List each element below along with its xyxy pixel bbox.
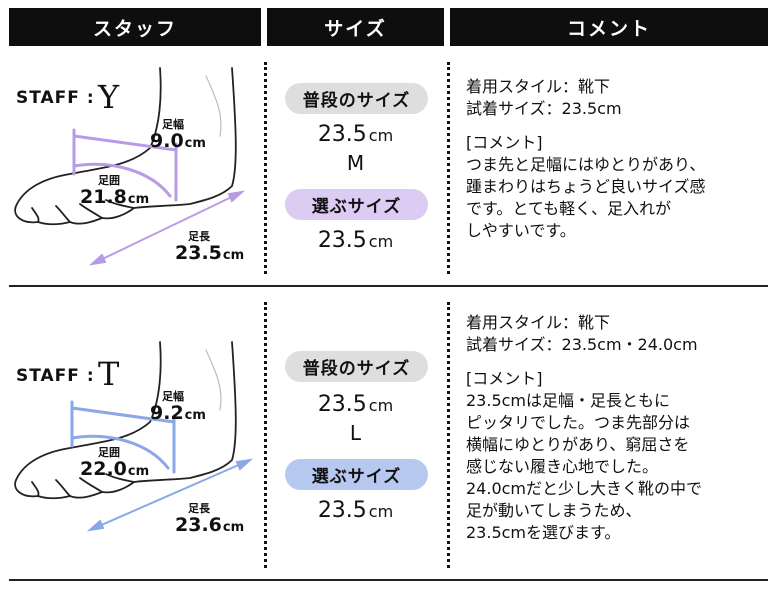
foot-girth-label: 足囲 [98,174,120,187]
column-divider [447,302,450,568]
comment-line: 23.5cmは足幅・足長ともに [466,391,671,410]
comment-heading: [コメント] [466,133,543,152]
comment-line: 23.5cmを選びます。 [466,523,621,542]
foot-width-label: 足幅 [162,118,184,131]
foot-girth-label: 足囲 [98,446,120,459]
foot-length-label: 足長 [188,230,210,243]
foot-width-label: 足幅 [162,390,184,403]
comment-heading: [コメント] [466,369,543,388]
comment-line: 24.0cmだと少し大きく靴の中で [466,479,703,498]
comment-line: ピッタリでした。つま先部分は [466,413,691,432]
foot-length-value: 23.5cm [175,242,245,264]
comment-line: 横幅にゆとりがあり、窮屈さを [466,435,690,454]
header-size: サイズ [267,8,444,46]
header-staff: スタッフ [9,8,261,46]
foot-length-label: 足長 [188,502,210,515]
chosen-size-badge: 選ぶサイズ [285,189,428,220]
foot-girth-value: 21.8cm [80,186,150,208]
foot-diagram-icon [14,341,254,532]
normal-size-badge: 普段のサイズ [285,351,428,382]
wearing-style: 着用スタイル：靴下 [466,313,611,332]
foot-width-value: 9.2cm [150,402,206,424]
foot-girth-value: 22.0cm [80,458,150,480]
wearing-style: 着用スタイル：靴下 [466,77,611,96]
header-comment: コメント [450,8,768,46]
row-divider [9,285,768,287]
staff-initial: Y [98,78,120,116]
comment-line: 踵まわりはちょうど良いサイズ感 [466,177,706,196]
staff-label: STAFF : [16,366,95,386]
comment-block: 着用スタイル：靴下 試着サイズ：23.5cm [コメント] つま先と足幅にはゆと… [466,76,766,242]
normal-size-width: M [346,151,365,175]
tried-size: 試着サイズ：23.5cm [466,99,622,118]
comment-line: 感じない履き心地でした。 [466,457,659,476]
column-divider [447,62,450,274]
comment-line: です。とても軽く、足入れが [466,199,672,218]
staff-label: STAFF : [16,88,95,108]
chosen-size-badge: 選ぶサイズ [285,459,428,490]
staff-initial: T [98,355,120,393]
comment-line: しやすいです。 [466,221,576,240]
row-divider [9,579,768,581]
foot-width-value: 9.0cm [150,130,206,152]
tried-size: 試着サイズ：23.5cm・24.0cm [466,335,698,354]
comment-line: 足が動いてしまうため、 [466,501,642,520]
column-divider [264,62,267,274]
normal-size-badge: 普段のサイズ [285,83,428,114]
column-divider [264,302,267,568]
comment-line: つま先と足幅にはゆとりがあり、 [466,155,706,174]
normal-size-width: L [349,421,362,445]
foot-length-value: 23.6cm [175,514,245,536]
foot-diagram-icon [14,67,246,266]
comment-block: 着用スタイル：靴下 試着サイズ：23.5cm・24.0cm [コメント] 23.… [466,312,766,544]
